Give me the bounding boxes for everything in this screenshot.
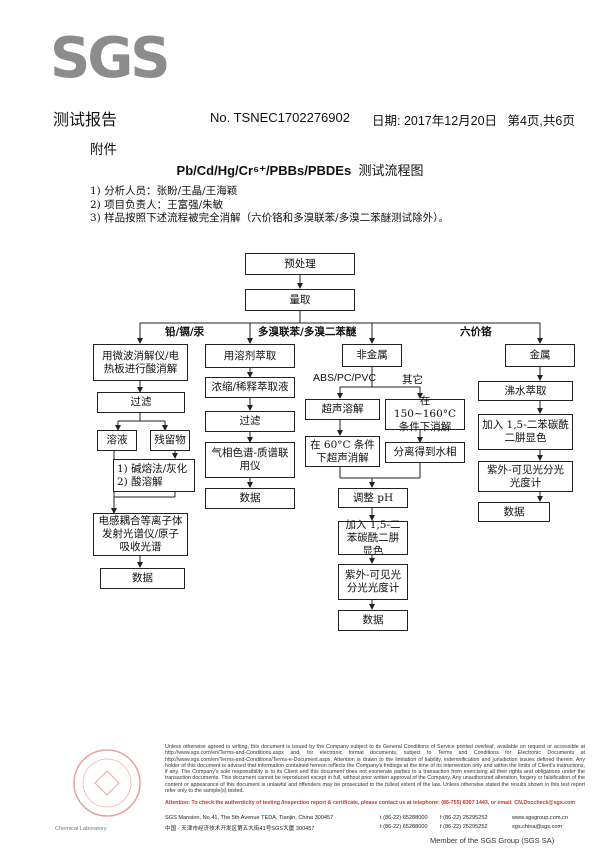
box-ultrasonic: 超声溶解 <box>305 399 380 420</box>
box-solution: 溶液 <box>97 430 137 451</box>
tel-2: t (86-22) 65288000 <box>380 824 428 830</box>
label-branch-cr6: 六价铬 <box>460 326 492 338</box>
label-other: 其它 <box>402 374 423 386</box>
box-filter-1: 过滤 <box>97 392 185 413</box>
box-uv-vis-1: 紫外-可见光分光光度计 <box>338 564 408 600</box>
note-manager: 2) 项目负责人：王富强/朱敏 <box>90 198 224 211</box>
box-pretreatment: 预处理 <box>245 253 355 275</box>
box-solvent-extraction: 用溶剂萃取 <box>205 344 295 368</box>
flow-title: Pb/Cd/Hg/Cr⁶⁺/PBBs/PBDEs 测试流程图 <box>176 163 424 179</box>
stamp-seal-icon <box>73 749 141 817</box>
notes: 1) 分析人员：张盼/王晶/王海颖 2) 项目负责人：王富强/朱敏 3) 样品按… <box>90 185 449 226</box>
fax-2: f (86-22) 25295252 <box>440 824 488 830</box>
address-cn: 中国 · 天津市经济技术开发区第五大街41号SGS大厦 300457 <box>165 826 315 832</box>
box-filter-2: 过滤 <box>205 411 295 432</box>
box-aqueous-phase: 分离得到水相 <box>385 442 465 463</box>
box-uv-vis-2: 紫外-可见光分光光度计 <box>478 461 573 492</box>
box-metal: 金属 <box>505 344 575 367</box>
email-link[interactable]: sgs.china@sgs.com <box>512 824 563 830</box>
fax-1: f (86-22) 25295252 <box>440 815 488 821</box>
tel-1: t (86-22) 65288000 <box>380 815 428 821</box>
box-add-reagent-2: 加入 1,5-二苯碳酰二肼显色 <box>478 414 573 450</box>
box-digest-150: 在 150~160°C 条件下消解 <box>385 395 465 433</box>
box-boiling-water: 沸水萃取 <box>478 381 573 401</box>
box-acid-digestion: 用微波消解仪/电热板进行酸消解 <box>93 344 188 381</box>
website-link[interactable]: www.sgsgroup.com.cn <box>512 815 568 821</box>
footer-disclaimer: Unless otherwise agreed in writing, this… <box>165 744 585 795</box>
box-non-metal: 非金属 <box>342 344 402 367</box>
sgs-logo: SGS <box>50 26 171 91</box>
box-weigh: 量取 <box>245 289 355 311</box>
label-branch-pbb: 多溴联苯/多溴二苯醚 <box>258 326 357 338</box>
label-branch-metals: 铅/镉/汞 <box>165 326 205 338</box>
note-digestion: 3) 样品按照下述流程被完全消解（六价铬和多溴联苯/多溴二苯醚测试除外）。 <box>90 212 449 224</box>
box-data-3: 数据 <box>338 610 408 631</box>
footer-attention: Attention: To check the authenticity of … <box>165 800 576 806</box>
box-add-reagent-1: 加入 1,5-二苯碳酰二肼显色 <box>338 519 408 557</box>
label-abs-pc-pvc: ABS/PC/PVC <box>313 372 377 384</box>
note-analyst: 1) 分析人员：张盼/王晶/王海颖 <box>90 185 238 197</box>
box-icp-aas: 电感耦合等离子体发射光谱仪/原子吸收光谱 <box>93 513 188 556</box>
box-adjust-ph: 调整 pH <box>338 488 408 508</box>
box-data-2: 数据 <box>205 488 295 509</box>
box-ultrasonic-60: 在 60°C 条件下超声消解 <box>305 436 380 467</box>
report-date: 日期: 2017年12月20日 第4页,共6页 <box>372 114 575 128</box>
address-en: SGS Mansion, No.41, The 5th Avenue TEDA,… <box>165 815 334 821</box>
report-title: 测试报告 <box>53 110 118 129</box>
page-number: 第4页,共6页 <box>507 114 575 128</box>
report-number: No. TSNEC1702276902 <box>210 110 350 125</box>
box-data-4: 数据 <box>478 502 550 522</box>
member-of-sgs: Member of the SGS Group (SGS SA) <box>430 836 555 845</box>
box-data-1: 数据 <box>100 568 185 589</box>
box-concentrate: 浓缩/稀释萃取液 <box>205 377 295 398</box>
stamp-text: Chemical Laboratory <box>55 826 107 832</box>
box-residue: 残留物 <box>150 430 190 451</box>
annex-heading: 附件 <box>90 142 117 158</box>
box-alkali-fusion: 1) 碱熔法/灰化 2) 酸溶解 <box>113 459 195 492</box>
lab-stamp <box>55 745 160 825</box>
box-gcms: 气相色谱-质谱联用仪 <box>205 442 295 478</box>
